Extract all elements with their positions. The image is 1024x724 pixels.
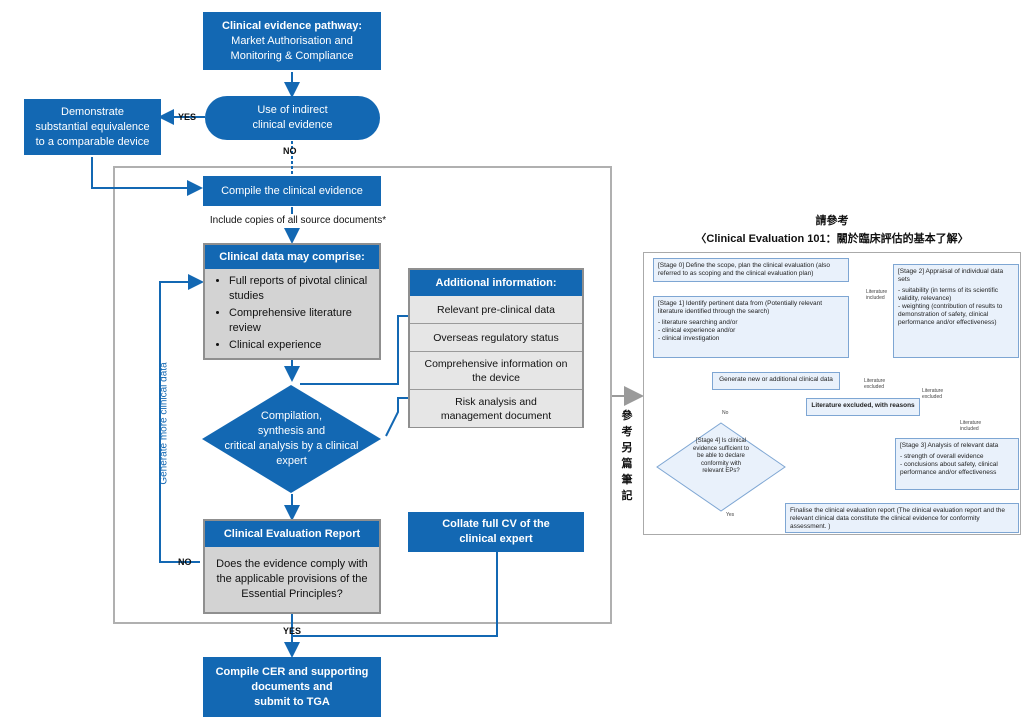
diamond-line1: Compilation, <box>260 410 323 422</box>
stage3-item: - strength of overall evidence <box>900 453 984 460</box>
substantial-equivalence-box: Demonstrate substantial equivalence to a… <box>24 99 161 155</box>
reference-vertical-note: 參考另篇筆記 <box>621 410 633 502</box>
literature-excluded-label-2: Literature excluded <box>922 388 944 400</box>
stage2-item: - weighting (contribution of results to … <box>898 303 1003 326</box>
reference-heading-2: 〈Clinical Evaluation 101：關於臨床評估的基本了解〉 <box>695 233 969 245</box>
stage1-box: [Stage 1] Identify pertinent data from (… <box>653 296 849 358</box>
additional-info-item: Overseas regulatory status <box>410 324 582 352</box>
stage2-head: [Stage 2] Appraisal of individual data s… <box>898 268 1004 283</box>
literature-excluded-box: Literature excluded, with reasons <box>806 398 920 416</box>
stage0-box: [Stage 0] Define the scope, plan the cli… <box>653 258 849 282</box>
stage2-item: - suitability (in terms of its scientifi… <box>898 287 999 302</box>
final-line2: documents and <box>251 680 333 693</box>
stage0-text: [Stage 0] Define the scope, plan the cli… <box>658 262 830 277</box>
literature-included-label-1: Literature included <box>866 289 888 301</box>
diamond-line4: expert <box>276 455 307 467</box>
yes-label-stage4: Yes <box>726 512 735 518</box>
stage4-diamond: [Stage 4] Is clinical evidence sufficien… <box>656 422 786 512</box>
final-line3: submit to TGA <box>254 695 330 708</box>
cer-title: Clinical Evaluation Report <box>205 521 379 547</box>
pathway-line3: Monitoring & Compliance <box>230 49 354 62</box>
no-label-stage4: No <box>722 410 729 416</box>
equivalence-line2: substantial equivalence <box>35 120 150 133</box>
clinical-data-item: Clinical experience <box>229 338 373 353</box>
use-indirect-evidence-node: Use of indirect clinical evidence <box>205 96 380 140</box>
diamond-line2: synthesis and <box>257 425 326 437</box>
literature-excluded-label-1: Literature excluded <box>864 378 886 390</box>
stage3-box: [Stage 3] Analysis of relevant data - st… <box>895 438 1019 490</box>
compile-label: Compile the clinical evidence <box>221 184 363 197</box>
clinical-data-title: Clinical data may comprise: <box>205 245 379 269</box>
stage1-item: - literature searching and/or <box>658 319 738 326</box>
stage1-item: - clinical investigation <box>658 335 720 342</box>
equivalence-line3: to a comparable device <box>35 135 150 148</box>
collate-label: Collate full CV of the clinical expert <box>442 518 550 545</box>
reference-heading-1: 請參考 <box>815 215 849 227</box>
cer-panel: Clinical Evaluation Report Does the evid… <box>203 519 381 614</box>
stage3-item: - conclusions about safety, clinical per… <box>900 461 998 476</box>
pathway-title: Clinical evidence pathway: <box>222 19 362 32</box>
stage4-text: [Stage 4] Is clinical evidence sufficien… <box>693 438 749 474</box>
clinical-data-panel: Clinical data may comprise: Full reports… <box>203 243 381 360</box>
stage2-box: [Stage 2] Appraisal of individual data s… <box>893 264 1019 358</box>
no-label-2: NO <box>178 557 192 567</box>
yes-label-2: YES <box>283 626 302 636</box>
no-label-1: NO <box>283 146 297 156</box>
cer-question: Does the evidence comply with the applic… <box>216 558 368 600</box>
equivalence-line1: Demonstrate <box>61 105 124 118</box>
diamond-line3: critical analysis by a clinical <box>224 440 359 452</box>
stage1-head: [Stage 1] Identify pertinent data from (… <box>658 300 823 315</box>
stage4-diamond-shape <box>656 422 786 512</box>
clinical-data-item: Comprehensive literature review <box>229 306 373 336</box>
clinical-data-item: Full reports of pivotal clinical studies <box>229 274 373 304</box>
additional-info-item: Risk analysis and management document <box>410 390 582 427</box>
additional-info-item: Relevant pre-clinical data <box>410 296 582 324</box>
additional-info-item: Comprehensive information on the device <box>410 352 582 390</box>
literature-included-label-2: Literature included <box>960 420 982 432</box>
collate-cv-box: Collate full CV of the clinical expert <box>408 512 584 552</box>
generate-new-text: Generate new or additional clinical data <box>719 376 833 383</box>
stage1-item: - clinical experience and/or <box>658 327 736 334</box>
indirect-line2: clinical evidence <box>252 119 333 131</box>
stage3-head: [Stage 3] Analysis of relevant data <box>900 442 999 449</box>
submit-tga-box: Compile CER and supporting documents and… <box>203 657 381 717</box>
compile-evidence-box: Compile the clinical evidence <box>203 176 381 206</box>
additional-info-title: Additional information: <box>410 270 582 296</box>
pathway-line2: Market Authorisation and <box>231 34 353 47</box>
compilation-diamond: Compilation, synthesis and critical anal… <box>202 385 381 493</box>
literature-excluded-text: Literature excluded, with reasons <box>811 402 915 409</box>
diamond-shape <box>202 385 381 493</box>
generate-new-box: Generate new or additional clinical data <box>712 372 840 390</box>
additional-info-panel: Additional information: Relevant pre-cli… <box>408 268 584 428</box>
final-line1: Compile CER and supporting <box>215 665 369 678</box>
finalise-text: Finalise the clinical evaluation report … <box>790 507 1005 530</box>
include-copies-note: Include copies of all source documents* <box>209 215 387 226</box>
finalise-box: Finalise the clinical evaluation report … <box>785 503 1019 533</box>
indirect-line1: Use of indirect <box>257 104 328 116</box>
yes-label-1: YES <box>178 112 197 122</box>
clinical-data-list: Full reports of pivotal clinical studies… <box>205 269 379 353</box>
clinical-evidence-pathway-box: Clinical evidence pathway: Market Author… <box>203 12 381 70</box>
generate-more-label: Generate more clinical data <box>158 362 170 485</box>
